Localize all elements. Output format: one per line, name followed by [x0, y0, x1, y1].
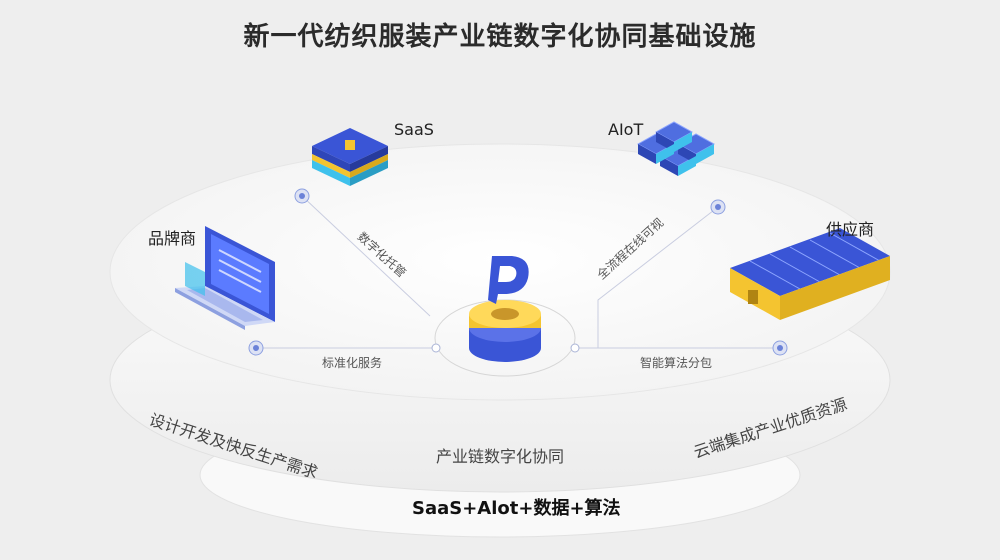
ring-label-center: 产业链数字化协同: [436, 447, 565, 466]
endpoint-dots: [248, 188, 788, 356]
base-label: SaaS+Alot+数据+算法: [412, 498, 621, 519]
node-label-supplier: 供应商: [826, 220, 875, 239]
laptop-icon: [175, 226, 275, 330]
node-label-brand: 品牌商: [148, 229, 197, 248]
page-title: 新一代纺织服装产业链数字化协同基础设施: [243, 22, 757, 52]
node-label-aiot: AIoT: [608, 120, 644, 139]
factory-icon: [730, 228, 890, 320]
node-label-saas: SaaS: [394, 120, 434, 139]
saas-stack-icon: [312, 128, 388, 186]
connector-lines: [258, 195, 780, 349]
link-label-standard-service: 标准化服务: [322, 356, 383, 370]
link-label-smart-algorithm: 智能算法分包: [640, 356, 713, 370]
center-logo-icon: [469, 256, 541, 362]
aiot-cubes-icon: [636, 121, 716, 176]
